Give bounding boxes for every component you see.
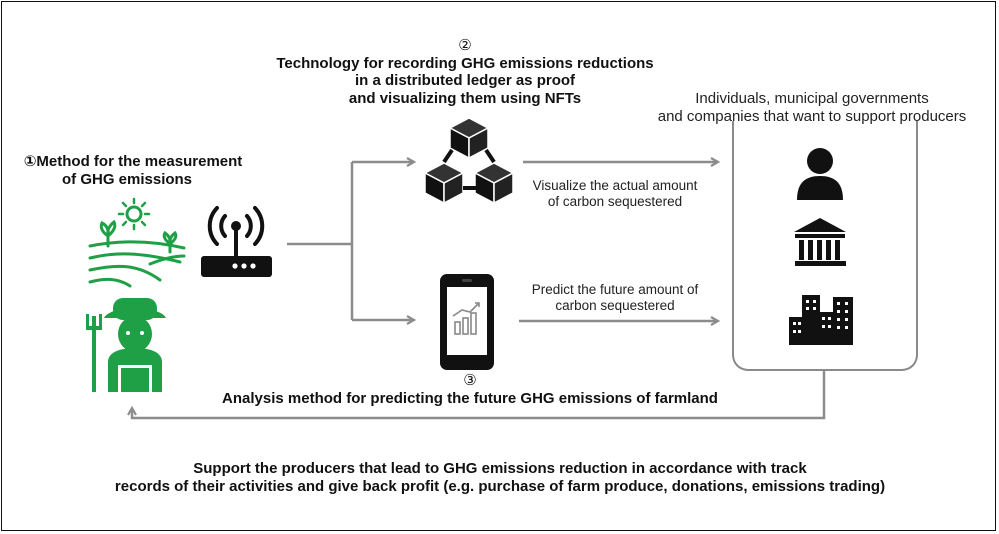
predict-label: Predict the future amount of carbon sequ… bbox=[531, 282, 699, 313]
cube-top bbox=[448, 117, 490, 160]
government-building-icon bbox=[794, 218, 846, 266]
visualize-label: Visualize the actual amount of carbon se… bbox=[532, 178, 698, 209]
blockchain-ledger-icon bbox=[423, 117, 515, 205]
smartphone-chart-icon bbox=[440, 274, 494, 370]
connector-arrows bbox=[132, 162, 826, 420]
supporters-heading: Individuals, municipal governments and c… bbox=[657, 90, 967, 125]
cube-right bbox=[473, 162, 515, 205]
cube-left bbox=[423, 162, 465, 205]
section1-heading: ①Method for the measurement of GHG emiss… bbox=[23, 153, 243, 188]
supporters-box bbox=[732, 121, 918, 371]
farm-field-icon bbox=[88, 197, 186, 288]
person-icon bbox=[797, 148, 843, 200]
city-buildings-icon bbox=[789, 295, 853, 345]
return-arrow bbox=[132, 371, 826, 420]
section3-heading: ③ Analysis method for predicting the fut… bbox=[222, 372, 718, 407]
section2-heading: ② Technology for recording GHG emissions… bbox=[276, 37, 654, 108]
footer-text: Support the producers that lead to GHG e… bbox=[114, 460, 886, 495]
iot-router-icon bbox=[201, 206, 272, 277]
farmer-icon bbox=[86, 298, 166, 392]
